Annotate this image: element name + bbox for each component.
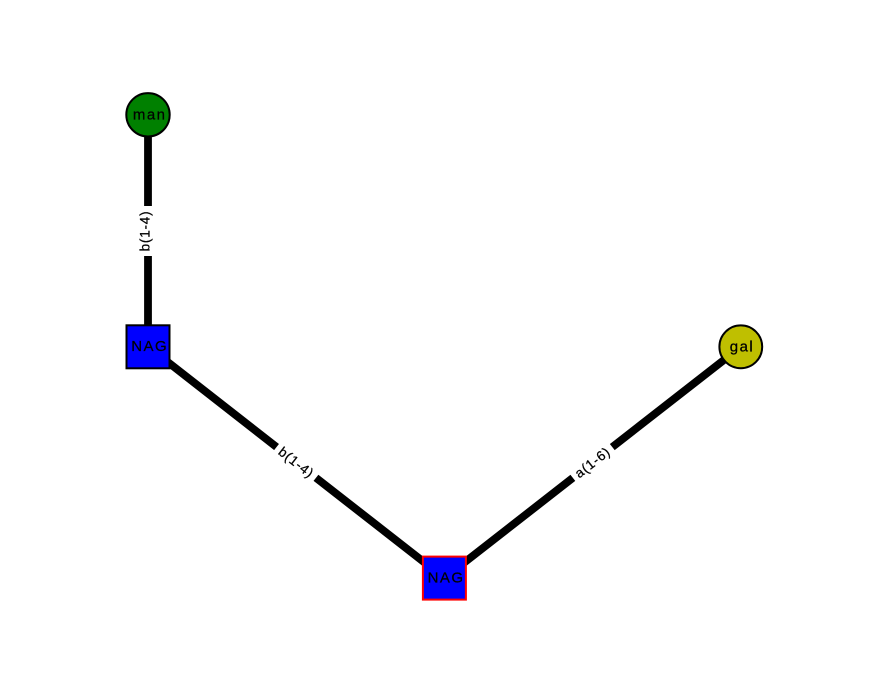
svg-text:b(1-4): b(1-4) xyxy=(138,211,153,252)
svg-text:man: man xyxy=(133,106,167,123)
svg-text:gal: gal xyxy=(730,338,755,355)
svg-text:NAG: NAG xyxy=(428,570,465,587)
svg-text:NAG: NAG xyxy=(131,338,168,355)
